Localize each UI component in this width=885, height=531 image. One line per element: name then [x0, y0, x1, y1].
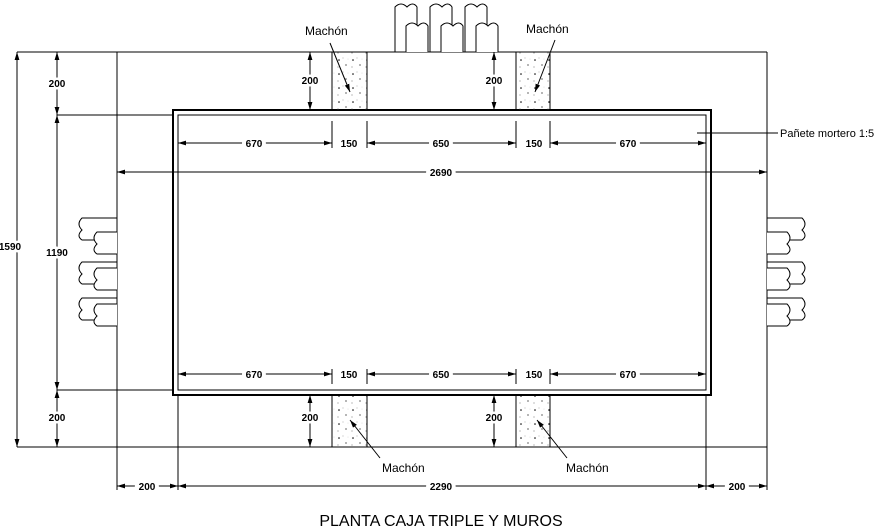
pipes-right-icon	[767, 217, 806, 327]
dim-machon-depth: 200	[302, 413, 319, 424]
dim-overall-width: 2690	[430, 168, 453, 179]
label-panete: Pañete mortero 1:5	[780, 128, 874, 140]
dim-machon-depth: 200	[486, 413, 503, 424]
label-machon: Machón	[526, 22, 569, 36]
dim-wall-bottom: 200	[49, 413, 66, 424]
annotations: Machón Machón Machón Machón Pañete morte…	[305, 22, 874, 475]
dim-side-left: 200	[139, 482, 156, 493]
label-machon: Machón	[566, 461, 609, 475]
dim-machon-depth: 200	[302, 76, 319, 87]
dimension-labels: 1590 1190 200 200 200 200 200 200 670 15…	[0, 74, 750, 498]
dim-bottom: 670	[620, 370, 637, 381]
machon-top-left	[331, 51, 368, 111]
dim-top: 670	[620, 139, 637, 150]
dim-bottom: 670	[246, 370, 263, 381]
dimension-lines	[14, 52, 767, 489]
pipes-top-icon	[394, 3, 499, 52]
dim-side-right: 200	[729, 482, 746, 493]
machon-bottom-left	[331, 394, 368, 448]
dim-total-height: 1590	[0, 242, 22, 253]
dim-top: 650	[433, 139, 450, 150]
dim-top: 150	[341, 139, 358, 150]
leader-lines	[329, 39, 778, 459]
box-plaster-outline	[172, 109, 712, 490]
dim-bottom: 650	[433, 370, 450, 381]
dim-bottom: 150	[341, 370, 358, 381]
dim-top: 670	[246, 139, 263, 150]
dim-wall-top: 200	[49, 79, 66, 90]
dim-bottom: 150	[526, 370, 543, 381]
dim-inner-height: 1190	[46, 248, 68, 259]
label-machon: Machón	[305, 24, 348, 38]
drawing-title: PLANTA CAJA TRIPLE Y MUROS	[319, 513, 562, 530]
machon-bottom-right	[515, 394, 551, 448]
pipes-left-icon	[78, 217, 117, 327]
label-machon: Machón	[382, 461, 425, 475]
dim-inner-width: 2290	[430, 482, 453, 493]
dim-top: 150	[526, 139, 543, 150]
machon-top-right	[515, 51, 551, 111]
outer-walls	[17, 51, 768, 490]
dim-machon-depth: 200	[486, 76, 503, 87]
